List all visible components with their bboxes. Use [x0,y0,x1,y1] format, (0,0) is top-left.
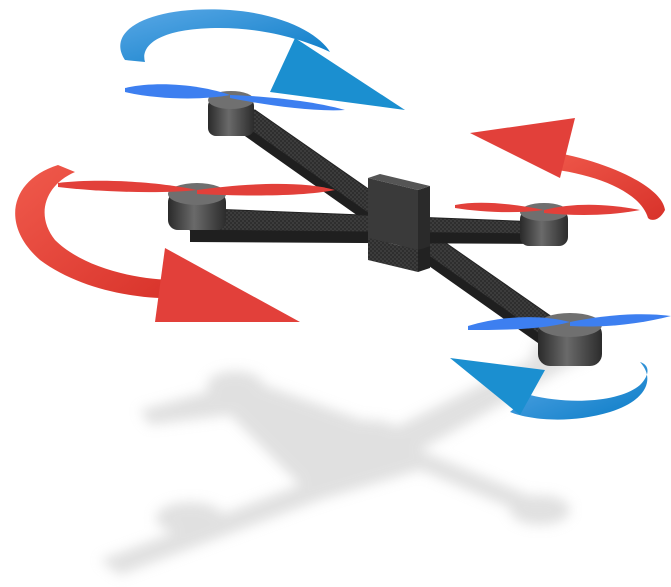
drone-center-body [368,174,430,272]
